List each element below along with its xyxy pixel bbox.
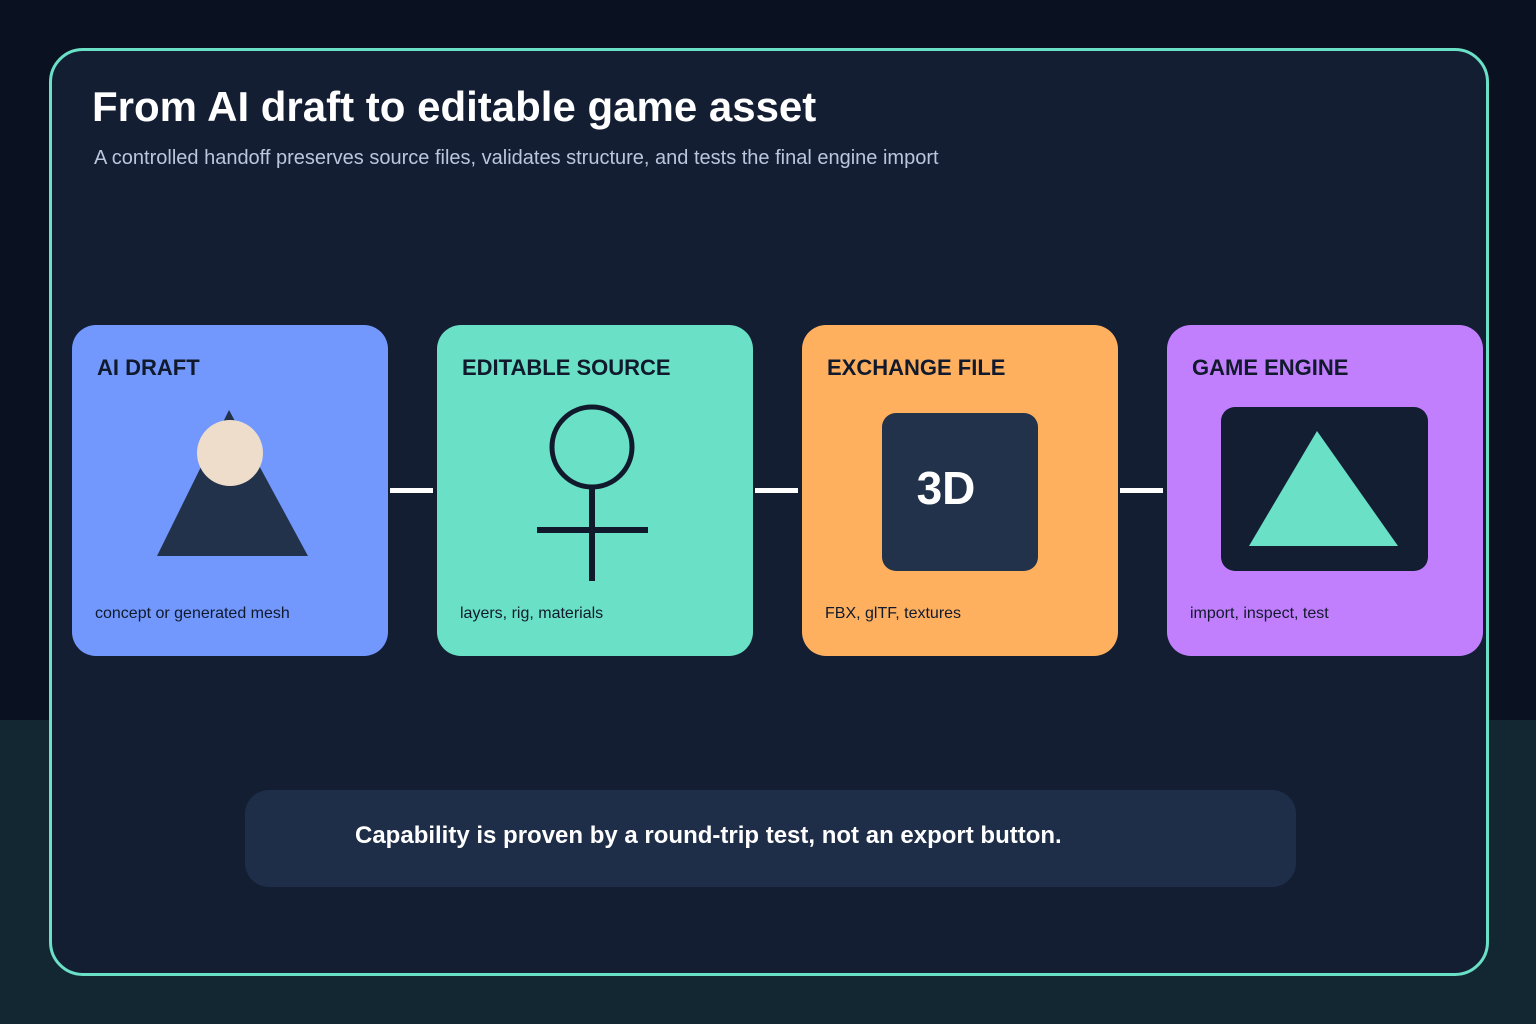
flow-connector xyxy=(1120,488,1163,493)
stage-title: EXCHANGE FILE xyxy=(827,355,1006,380)
stage-card-exchange-file: 3D EXCHANGE FILE FBX, glTF, textures xyxy=(802,325,1118,656)
flow-connector xyxy=(755,488,798,493)
stage-caption: concept or generated mesh xyxy=(95,605,290,622)
stage-card-game-engine: GAME ENGINE import, inspect, test xyxy=(1167,325,1483,656)
3d-file-icon: 3D xyxy=(882,413,1038,571)
stage-card-editable-source: EDITABLE SOURCE layers, rig, materials xyxy=(437,325,753,656)
page-subtitle: A controlled handoff preserves source fi… xyxy=(94,147,939,169)
page-title: From AI draft to editable game asset xyxy=(92,83,817,130)
stage-caption: layers, rig, materials xyxy=(460,605,604,622)
mountain-with-sun-icon xyxy=(157,410,308,556)
stage-title: EDITABLE SOURCE xyxy=(462,355,671,380)
stage-title: AI DRAFT xyxy=(97,355,200,380)
stage-caption: FBX, glTF, textures xyxy=(825,605,962,622)
stage-caption: import, inspect, test xyxy=(1190,605,1329,622)
engine-viewport-icon xyxy=(1221,407,1428,571)
conclusion-text: Capability is proven by a round-trip tes… xyxy=(355,822,1062,849)
stage-card-ai-draft: AI DRAFT concept or generated mesh xyxy=(72,325,388,656)
conclusion-callout: Capability is proven by a round-trip tes… xyxy=(245,790,1296,887)
flow-connector xyxy=(390,488,433,493)
file-badge-label: 3D xyxy=(917,462,976,514)
stage-title: GAME ENGINE xyxy=(1192,355,1349,380)
stick-figure-rig-icon xyxy=(537,404,648,581)
